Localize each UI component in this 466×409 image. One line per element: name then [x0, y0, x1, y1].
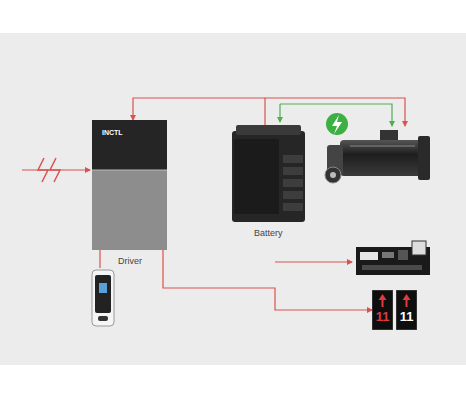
floor-indicator: 11	[396, 290, 417, 330]
signal-wire	[275, 261, 352, 262]
floor-indicator: 11	[372, 290, 393, 330]
charge-wire	[279, 104, 280, 122]
handheld-terminal	[92, 270, 114, 326]
caption: Driver	[118, 256, 142, 266]
driver-figure	[92, 120, 167, 250]
floor-number: 11	[372, 309, 393, 324]
driver-cabinet: INCTLDriver	[92, 120, 167, 250]
controller-board	[356, 241, 430, 275]
floor-number: 11	[396, 309, 417, 324]
connector	[163, 250, 372, 310]
battery-figure	[232, 125, 305, 222]
battery-pack: Battery	[232, 125, 305, 222]
lightning-icon	[326, 113, 348, 135]
mains-input	[22, 158, 90, 182]
caption: Battery	[254, 228, 283, 238]
brand-logo: INCTL	[102, 129, 123, 136]
traction-motor	[325, 130, 430, 183]
handheld-wire	[99, 250, 100, 268]
background-band	[0, 33, 466, 365]
